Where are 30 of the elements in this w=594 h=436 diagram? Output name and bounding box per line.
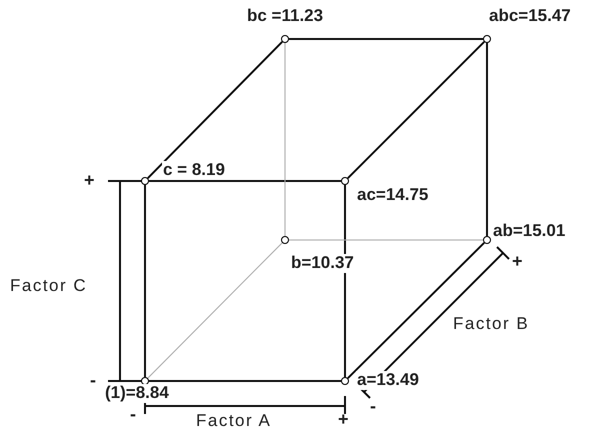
vertex-point (483, 236, 491, 244)
vertex-point (141, 177, 149, 185)
cube-edge (149, 180, 341, 182)
vertex-point (341, 177, 349, 185)
cube-edge (149, 380, 341, 382)
vertex-value: b=10.37 (290, 254, 355, 273)
level-sign: - (130, 404, 136, 425)
cube-edge (344, 185, 346, 377)
vertex-point (281, 236, 289, 244)
cube-edge (347, 41, 485, 179)
axis-label: Factor C (10, 276, 88, 296)
vertex-point (281, 35, 289, 43)
level-sign: - (370, 396, 376, 417)
cube-edge (147, 41, 283, 179)
vertex-value: a=13.49 (356, 371, 420, 390)
vertex-value: (1)=8.84 (104, 384, 170, 403)
level-sign: - (90, 370, 96, 391)
axis-label: Factor B (453, 314, 530, 334)
cube-edge (284, 42, 286, 236)
vertex-point (341, 377, 349, 385)
cube-edge (289, 38, 483, 40)
cube-edge (144, 185, 146, 377)
level-sign: + (84, 170, 95, 191)
level-sign: + (512, 251, 523, 272)
cube-edge (147, 242, 283, 379)
cube-edge (347, 242, 485, 379)
cube-edge (486, 43, 488, 236)
vertex-point (483, 35, 491, 43)
axis-label: Factor A (196, 411, 272, 431)
level-sign: + (338, 409, 349, 430)
